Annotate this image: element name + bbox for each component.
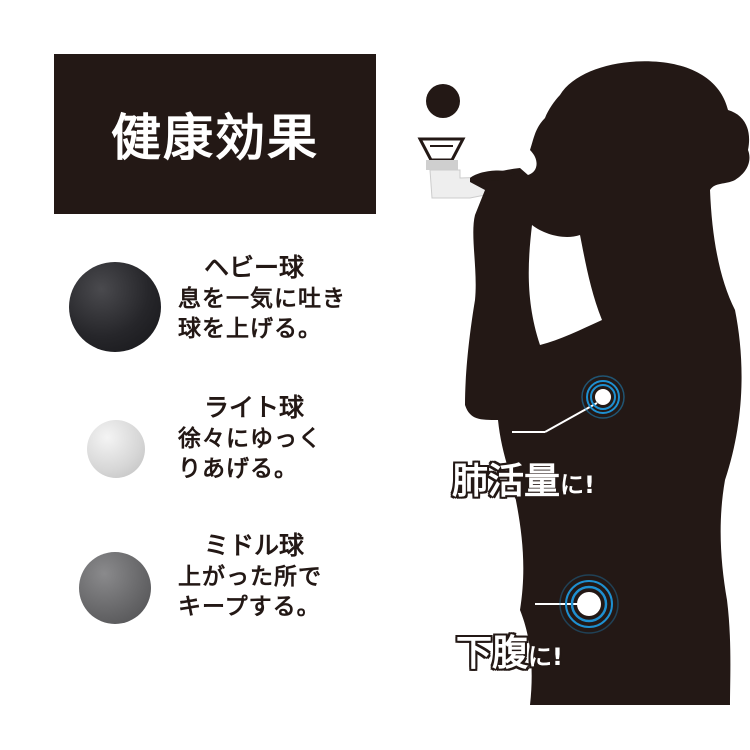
woman-silhouette-illustration xyxy=(417,61,750,706)
light-ball-line-1: 徐々にゆっく xyxy=(178,426,322,452)
page-title: 健康効果 xyxy=(111,109,319,167)
middle-ball-image xyxy=(79,552,151,624)
middle-ball-name: ミドル球 xyxy=(204,531,305,560)
light-ball-image xyxy=(87,420,145,478)
body-silhouette xyxy=(465,61,750,706)
heavy-ball-line-1: 息を一気に吐き xyxy=(178,286,346,312)
lower-belly-label: 下腹に! xyxy=(456,624,563,676)
heavy-ball-line-2: 球を上げる。 xyxy=(178,316,322,342)
title-banner: 健康効果 xyxy=(54,54,376,214)
lung-label-main: 肺活量 xyxy=(452,461,561,502)
belly-label-main: 下腹 xyxy=(456,633,529,674)
light-ball-line-2: りあげる。 xyxy=(178,456,298,482)
middle-ball-line-2: キープする。 xyxy=(178,594,321,620)
floating-ball-icon xyxy=(426,84,460,118)
middle-ball-line-1: 上がった所で xyxy=(178,564,322,590)
middle-ball-description: ミドル球 上がった所で キープする。 xyxy=(178,530,322,622)
belly-label-suffix: に! xyxy=(528,643,563,671)
lung-capacity-label: 肺活量に! xyxy=(452,452,595,504)
light-ball-name: ライト球 xyxy=(204,393,305,422)
heavy-ball-name: ヘビー球 xyxy=(204,253,305,282)
light-ball-description: ライト球 徐々にゆっく りあげる。 xyxy=(178,392,322,484)
heavy-ball-description: ヘビー球 息を一気に吐き 球を上げる。 xyxy=(178,252,346,344)
lung-target-icon xyxy=(512,375,625,433)
heavy-ball-image xyxy=(69,262,161,352)
belly-target-icon xyxy=(535,574,619,634)
lung-label-suffix: に! xyxy=(560,471,595,499)
